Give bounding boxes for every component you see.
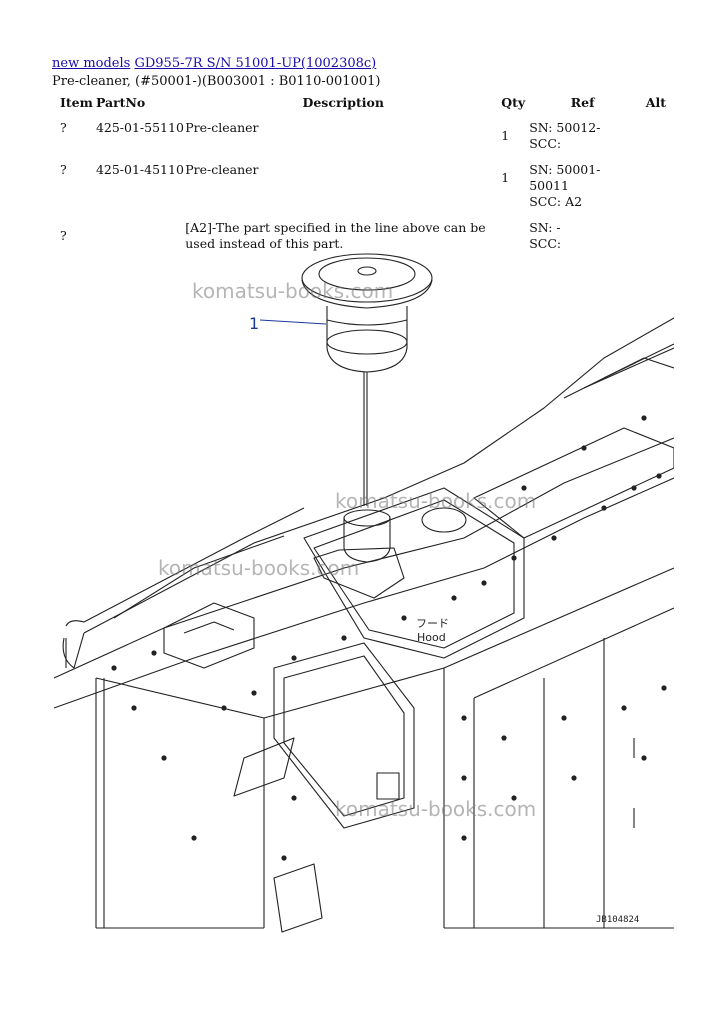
callout-number: 1: [249, 314, 259, 333]
table-row: ? [A2]-The part specified in the line ab…: [52, 216, 672, 258]
row-item: ?: [60, 228, 67, 243]
header-ref: Ref: [570, 95, 595, 110]
hood-label-jp: フード: [416, 617, 449, 630]
table-header-row: Item PartNo Description Qty Ref Alt: [52, 93, 672, 116]
row-ref-scc: SCC: A2: [529, 194, 583, 209]
row-item: ?: [60, 162, 67, 177]
row-ref-sn: SN: 50001-50011: [529, 162, 601, 193]
row-ref-scc: SCC:: [529, 136, 562, 151]
hood-label-en: Hood: [417, 631, 446, 644]
breadcrumb-link-new-models[interactable]: new models: [52, 56, 131, 71]
parts-table: Item PartNo Description Qty Ref Alt ? 42…: [52, 93, 672, 258]
row-description: Pre-cleaner: [185, 120, 259, 135]
row-ref: SN: 50001-50011 SCC: A2: [529, 158, 636, 216]
page-subtitle: Pre-cleaner, (#50001-)(B003001 : B0110-0…: [52, 74, 381, 89]
drawing-code: JB104824: [596, 915, 639, 925]
table-row: ? 425-01-55110 Pre-cleaner 1 SN: 50012- …: [52, 116, 672, 158]
row-ref-sn: SN: -: [529, 220, 561, 235]
bolt-markers: [111, 415, 667, 861]
row-ref: SN: 50012- SCC:: [529, 116, 636, 158]
row-qty: 1: [501, 170, 510, 185]
row-description: Pre-cleaner: [185, 162, 259, 177]
row-partno: 425-01-45110: [95, 162, 184, 177]
pre-cleaner-drawing: [301, 253, 433, 506]
header-partno: PartNo: [95, 95, 146, 110]
header-item: Item: [60, 95, 93, 110]
parts-diagram: 1 フード Hood JB104824: [53, 253, 674, 933]
row-partno: 425-01-55110: [95, 120, 184, 135]
row-ref: SN: - SCC:: [529, 216, 636, 258]
row-qty: 1: [501, 128, 510, 143]
table-row: ? 425-01-45110 Pre-cleaner 1 SN: 50001-5…: [52, 158, 672, 216]
breadcrumb-link-model[interactable]: GD955-7R S/N 51001-UP(1002308c): [134, 56, 377, 71]
header-qty: Qty: [501, 95, 526, 110]
row-ref-sn: SN: 50012-: [529, 120, 601, 135]
header-alt: Alt: [645, 95, 666, 110]
row-ref-scc: SCC:: [529, 236, 562, 251]
row-alt: [636, 116, 672, 158]
row-item: ?: [60, 120, 67, 135]
breadcrumb: new models GD955-7R S/N 51001-UP(1002308…: [52, 56, 376, 71]
header-description: Description: [302, 95, 384, 110]
row-description: [A2]-The part specified in the line abov…: [185, 220, 486, 251]
row-alt: [636, 158, 672, 216]
